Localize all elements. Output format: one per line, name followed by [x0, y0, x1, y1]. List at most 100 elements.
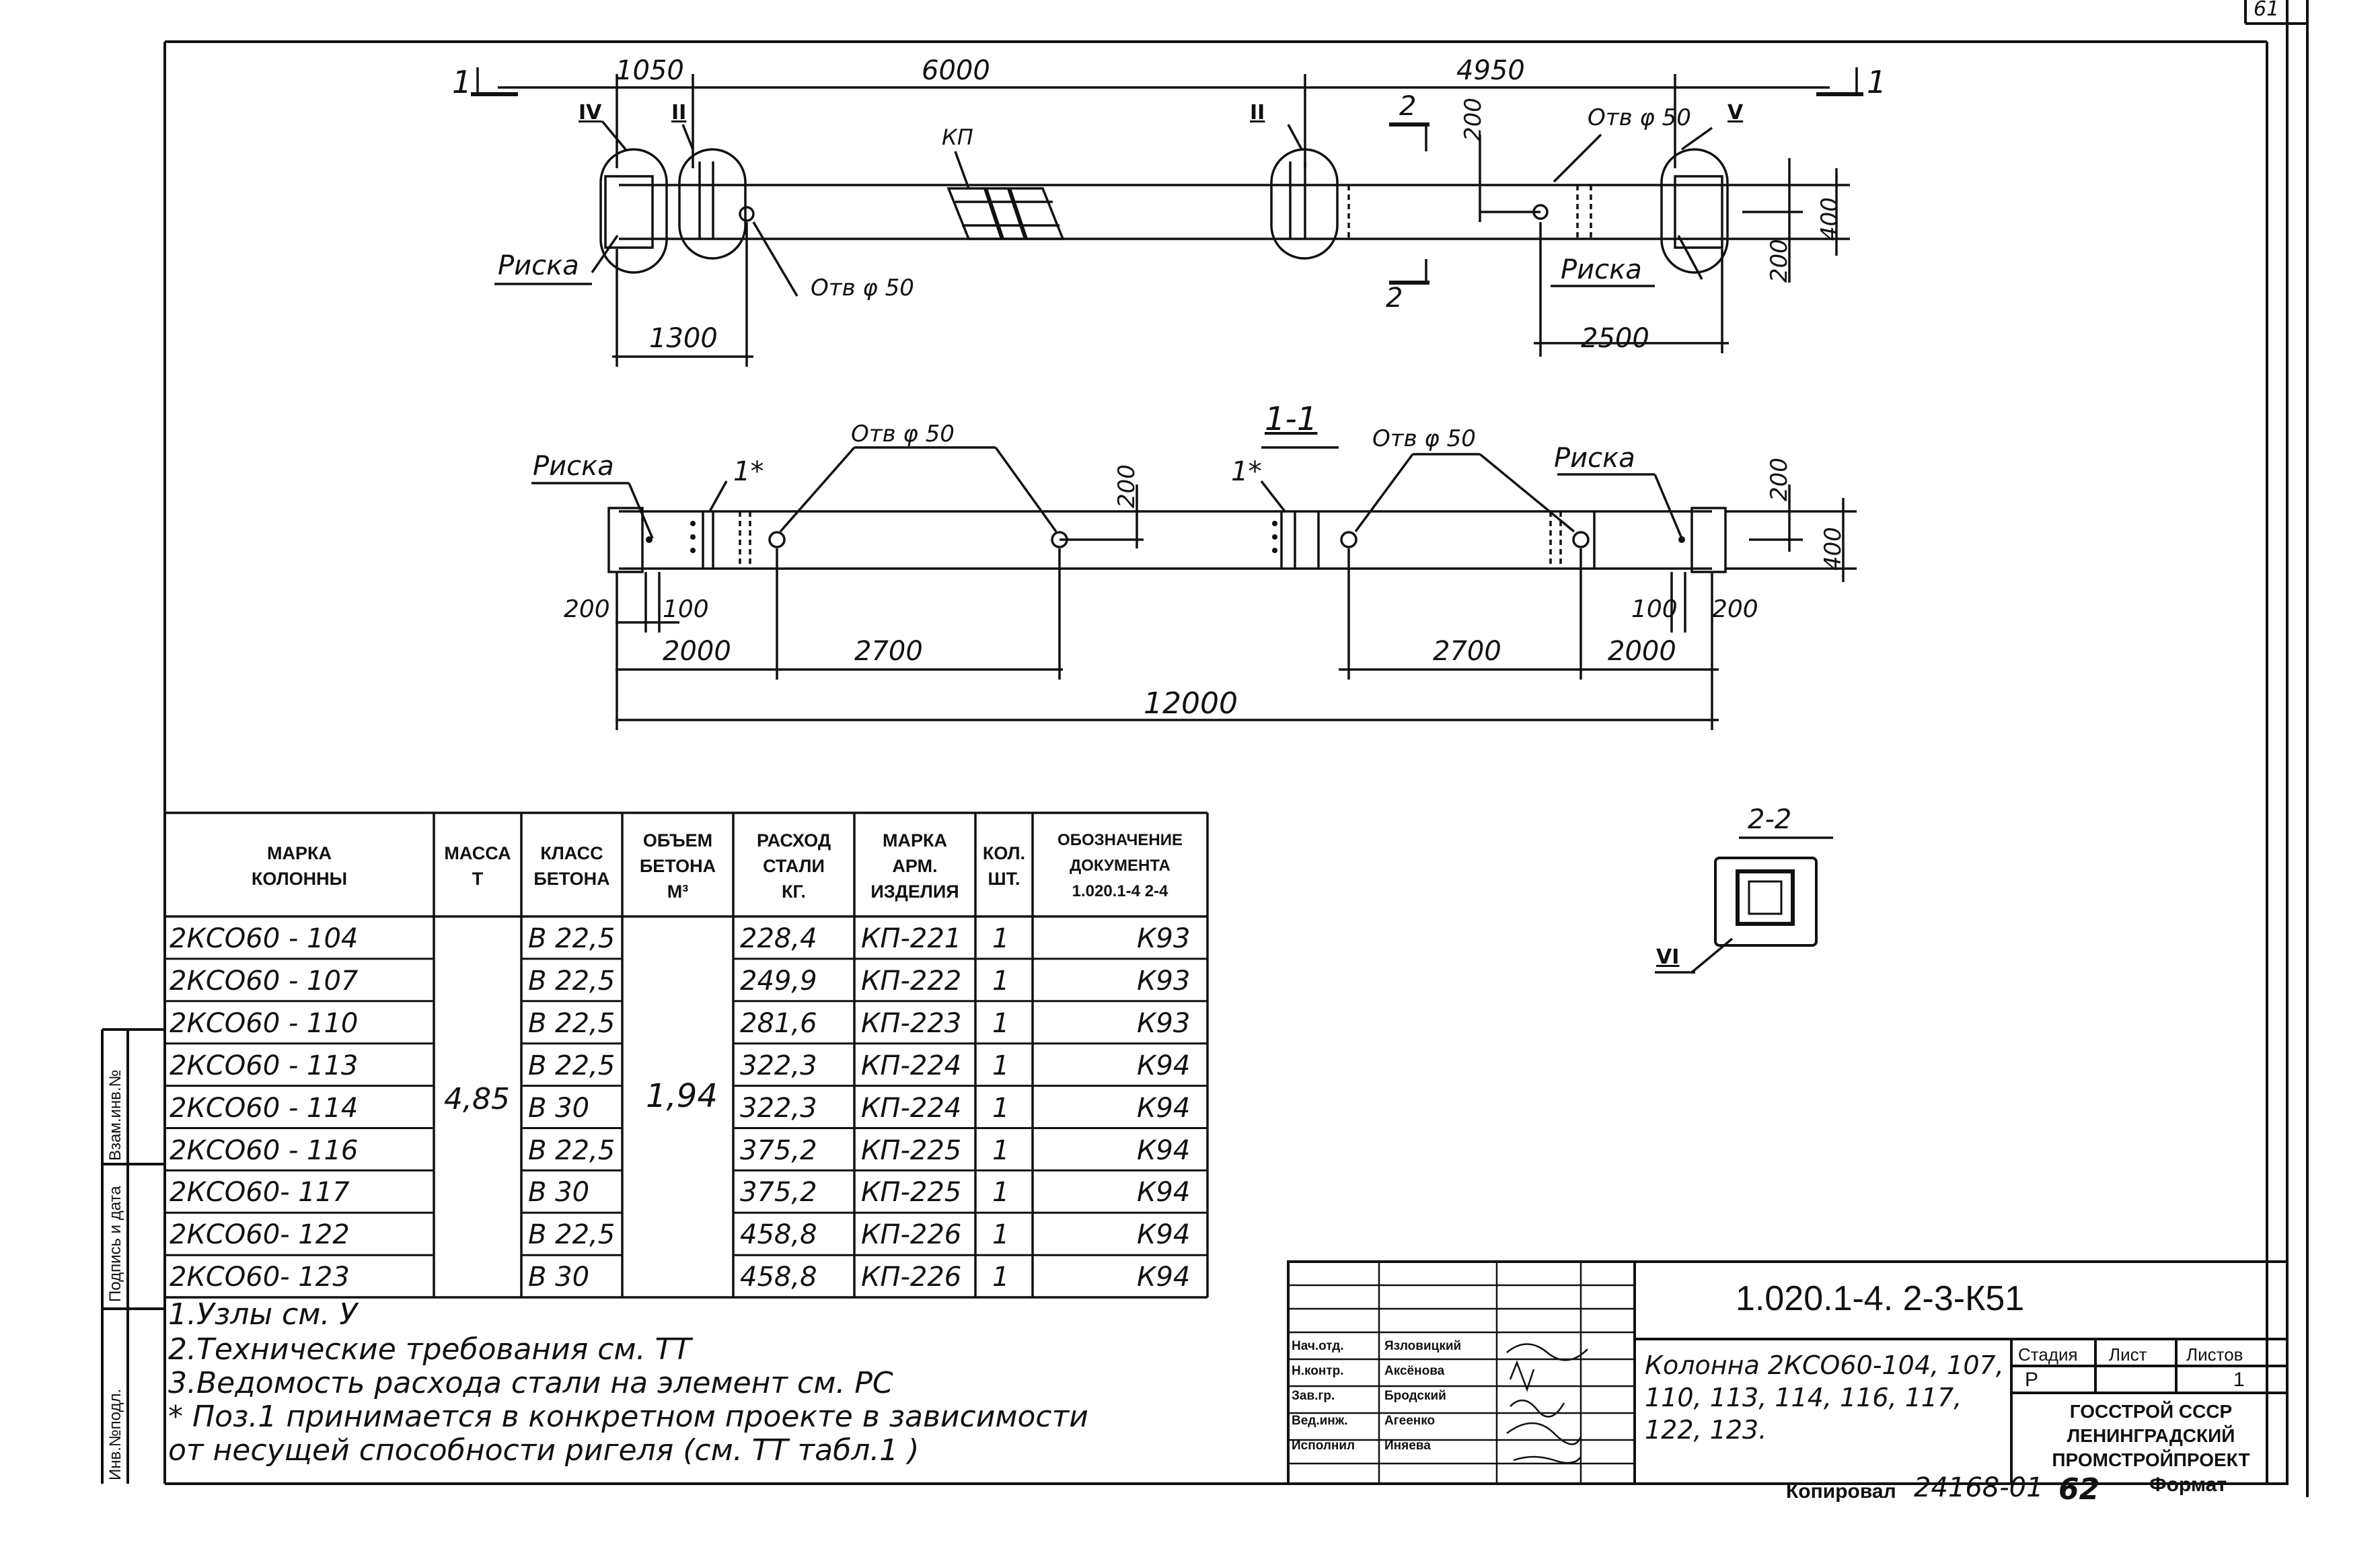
- dim-200-elev-right2: 200: [1712, 596, 1758, 623]
- node-vi-label: VI: [1656, 945, 1680, 969]
- dim-100-elev-left: 100: [663, 596, 709, 623]
- dim-100-elev-right: 100: [1631, 596, 1678, 623]
- dim-200-elev-top: 200: [1113, 464, 1140, 508]
- table-cell-steel: 228,4: [740, 923, 817, 954]
- node-v-label: V: [1727, 101, 1744, 124]
- elev-risk-label-left: Риска: [533, 451, 614, 482]
- table-cell-qty: 1: [992, 923, 1010, 954]
- table-cell-qty: 1: [992, 1007, 1010, 1039]
- dim-200-elev-right: 200: [1766, 458, 1793, 501]
- dim-2700-left: 2700: [854, 636, 923, 667]
- table-header-cell: РАСХОД СТАЛИ КГ.: [756, 830, 831, 902]
- role-title: Н.контр.: [1292, 1364, 1344, 1378]
- table-cell-arm: КП-224: [861, 1092, 962, 1124]
- dim-400-plan: 400: [1816, 197, 1843, 241]
- table-header-cell: КЛАСС БЕТОНА: [533, 843, 610, 889]
- position-1-right: 1*: [1231, 456, 1262, 487]
- table-cell-doc: К94: [1137, 1134, 1191, 1166]
- table-cell-arm: КП-221: [861, 923, 962, 954]
- note-4: * Поз.1 принимается в конкретном проекте…: [168, 1400, 1088, 1434]
- section-2-top: 2: [1399, 91, 1417, 122]
- table-cell-qty: 1: [992, 1262, 1010, 1293]
- note-1: 1.Узлы см. У: [168, 1297, 358, 1332]
- dim-6000: 6000: [922, 55, 990, 86]
- table-cell-mark: 2КСО60 - 107: [170, 965, 359, 997]
- side-label-vzam: Взам.инв.№: [106, 1069, 124, 1161]
- dim-2500: 2500: [1581, 323, 1649, 354]
- organization-line-1: ГОССТРОЙ СССР: [2069, 1401, 2233, 1422]
- role-title: Вед.инж.: [1292, 1414, 1348, 1428]
- role-title: Исполнил: [1292, 1439, 1355, 1453]
- table-cell-qty: 1: [992, 965, 1010, 997]
- copy-number: 24168-01: [1914, 1472, 2044, 1503]
- table-cell-mark: 2КСО60 - 110: [170, 1007, 359, 1039]
- role-person-name: Агеенко: [1384, 1414, 1436, 1428]
- dim-1300: 1300: [649, 323, 718, 354]
- table-cell-steel: 322,3: [740, 1092, 817, 1124]
- role-person-name: Язловицкий: [1384, 1339, 1462, 1353]
- dim-200-plan-a: 200: [1460, 98, 1487, 141]
- sheet-header: Лист: [2109, 1344, 2147, 1365]
- node-ii-label-a: II: [671, 101, 687, 124]
- section-mark-right: 1: [1867, 64, 1887, 100]
- side-label-inv: Инв.№подл.: [106, 1388, 124, 1480]
- dim-2700-right: 2700: [1433, 636, 1501, 667]
- table-cell-mark: 2КСО60- 123: [170, 1262, 350, 1293]
- table-cell-steel: 375,2: [740, 1134, 817, 1166]
- role-person-name: Бродский: [1384, 1389, 1446, 1403]
- table-cell-arm: КП-226: [861, 1219, 962, 1251]
- table-header-cell: МАССА Т: [444, 843, 511, 889]
- table-header-cell: ОБЪЕМ БЕТОНА М³: [639, 830, 716, 902]
- section-2-bottom: 2: [1386, 283, 1403, 314]
- note-5: от несущей способности ригеля (см. ТТ та…: [168, 1433, 920, 1468]
- sheet-value: 1: [2233, 1369, 2245, 1391]
- table-cell-mark: 2КСО60 - 114: [170, 1092, 359, 1124]
- plan-hole-label-left: Отв φ 50: [811, 275, 914, 301]
- table-cell-doc: К93: [1137, 1007, 1191, 1039]
- plan-risk-label-left: Риска: [498, 250, 579, 281]
- table-cell-mark: 2КСО60- 117: [170, 1177, 350, 1209]
- table-cell-arm: КП-226: [861, 1262, 962, 1293]
- page-number: 62: [2058, 1472, 2100, 1507]
- section-2-2-title: 2-2: [1748, 804, 1792, 835]
- kp-label: КП: [942, 124, 973, 150]
- dim-1050: 1050: [616, 55, 684, 86]
- section-mark-left: 1: [452, 64, 472, 100]
- table-cell-qty: 1: [992, 1134, 1010, 1166]
- table-cell-concrete: В 22,5: [528, 1134, 616, 1166]
- dim-200-plan-b: 200: [1766, 239, 1793, 283]
- table-cell-qty: 1: [992, 1219, 1010, 1251]
- table-cell-qty: 1: [992, 1092, 1010, 1124]
- table-cell-steel: 249,9: [740, 965, 817, 997]
- copied-label: Копировал: [1786, 1480, 1896, 1503]
- node-iv-label: IV: [579, 101, 602, 124]
- table-cell-arm: КП-223: [861, 1007, 962, 1039]
- sheets-header: Листов: [2186, 1344, 2243, 1365]
- volume-merged-cell: 1,94: [646, 1077, 718, 1115]
- side-label-sign-date: Подпись и дата: [106, 1186, 124, 1302]
- dim-400-elev: 400: [1820, 527, 1847, 571]
- table-cell-doc: К94: [1137, 1092, 1191, 1124]
- role-title: Нач.отд.: [1292, 1339, 1344, 1353]
- table-cell-concrete: В 30: [528, 1262, 590, 1293]
- table-cell-qty: 1: [992, 1177, 1010, 1209]
- table-cell-mark: 2КСО60 - 116: [170, 1134, 359, 1166]
- table-cell-concrete: В 22,5: [528, 965, 616, 997]
- table-header-cell: МАРКА КОЛОННЫ: [251, 843, 348, 889]
- document-description: Колонна 2КСО60-104, 107, 110, 113, 114, …: [1645, 1350, 2004, 1445]
- format-label: Формат: [2149, 1474, 2227, 1496]
- table-header-cell: МАРКА АРМ. ИЗДЕЛИЯ: [870, 830, 959, 902]
- table-cell-qty: 1: [992, 1050, 1010, 1081]
- table-cell-doc: К94: [1137, 1262, 1191, 1293]
- table-cell-concrete: В 22,5: [528, 1007, 616, 1039]
- position-1-left: 1*: [733, 456, 764, 487]
- table-cell-mark: 2КСО60 - 113: [170, 1050, 359, 1081]
- organization-line-2: ЛЕНИНГРАДСКИЙ: [2067, 1425, 2235, 1446]
- stage-value: Р: [2025, 1369, 2039, 1391]
- table-header-cell: КОЛ. ШТ.: [982, 843, 1026, 889]
- elev-hole-label-left: Отв φ 50: [851, 421, 955, 447]
- role-person-name: Аксёнова: [1384, 1364, 1445, 1378]
- corner-sheet-number: 61: [2254, 0, 2280, 21]
- table-cell-mark: 2КСО60- 122: [170, 1219, 350, 1251]
